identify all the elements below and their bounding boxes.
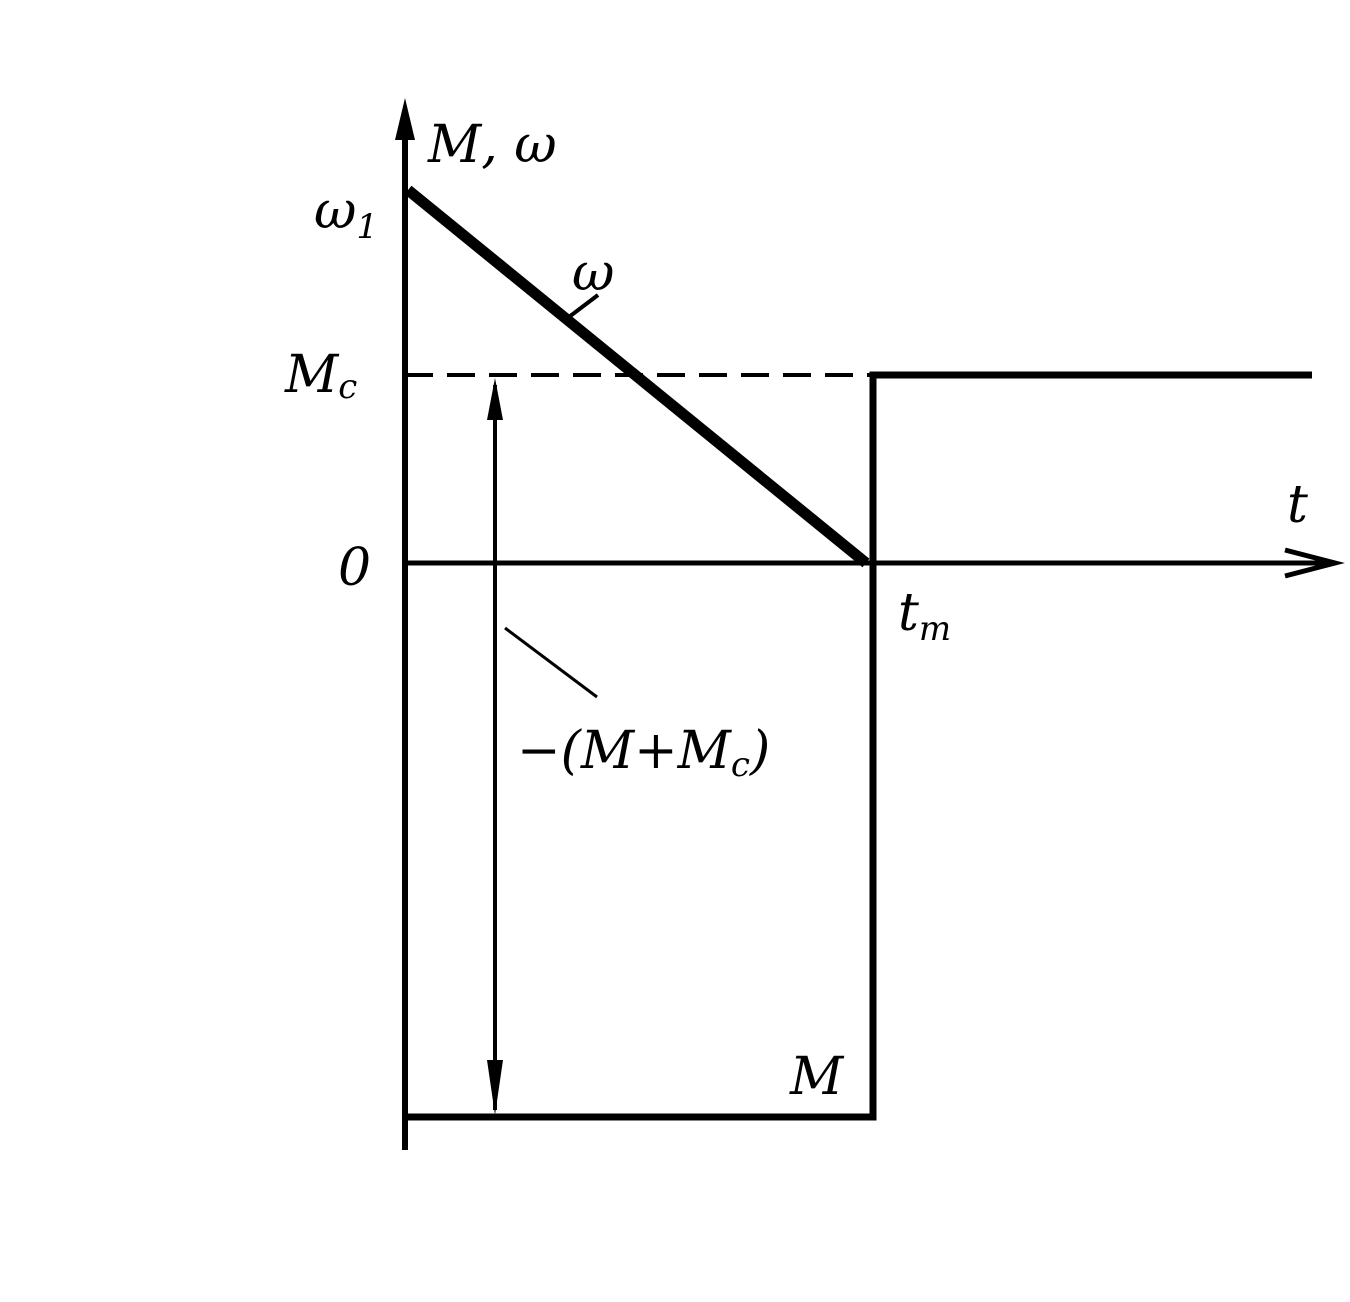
difference-arrowhead-top (487, 378, 503, 420)
mc-main: M (284, 345, 340, 405)
y-axis-label: M, ω (427, 115, 557, 175)
omega-1-label: ω1 (314, 181, 378, 247)
difference-label: −(M+Mc) (517, 721, 770, 785)
mc-label: Mc (284, 345, 357, 407)
tt-label: tт (898, 583, 951, 649)
difference-subscript: c (731, 745, 750, 785)
tt-main: t (898, 583, 919, 643)
m-curve-label: M (789, 1047, 845, 1107)
mc-subscript: c (338, 367, 357, 407)
x-axis-label: t (1287, 475, 1308, 535)
difference-arrowhead-bottom (487, 1060, 503, 1115)
difference-close: ) (749, 721, 770, 781)
y-axis-arrowhead (395, 98, 415, 140)
difference-open: −(M+M (517, 721, 733, 781)
x-axis-arrowhead (1284, 547, 1345, 579)
m-curve (405, 371, 1312, 1121)
tt-subscript: т (919, 609, 951, 649)
omega-leader-line (563, 293, 600, 322)
omega-1-main: ω (314, 181, 356, 241)
difference-leader-line (504, 626, 598, 699)
omega-curve-label: ω (572, 243, 614, 303)
origin-label: 0 (338, 538, 371, 598)
omega-curve (404, 185, 870, 568)
omega-1-subscript: 1 (356, 207, 378, 247)
